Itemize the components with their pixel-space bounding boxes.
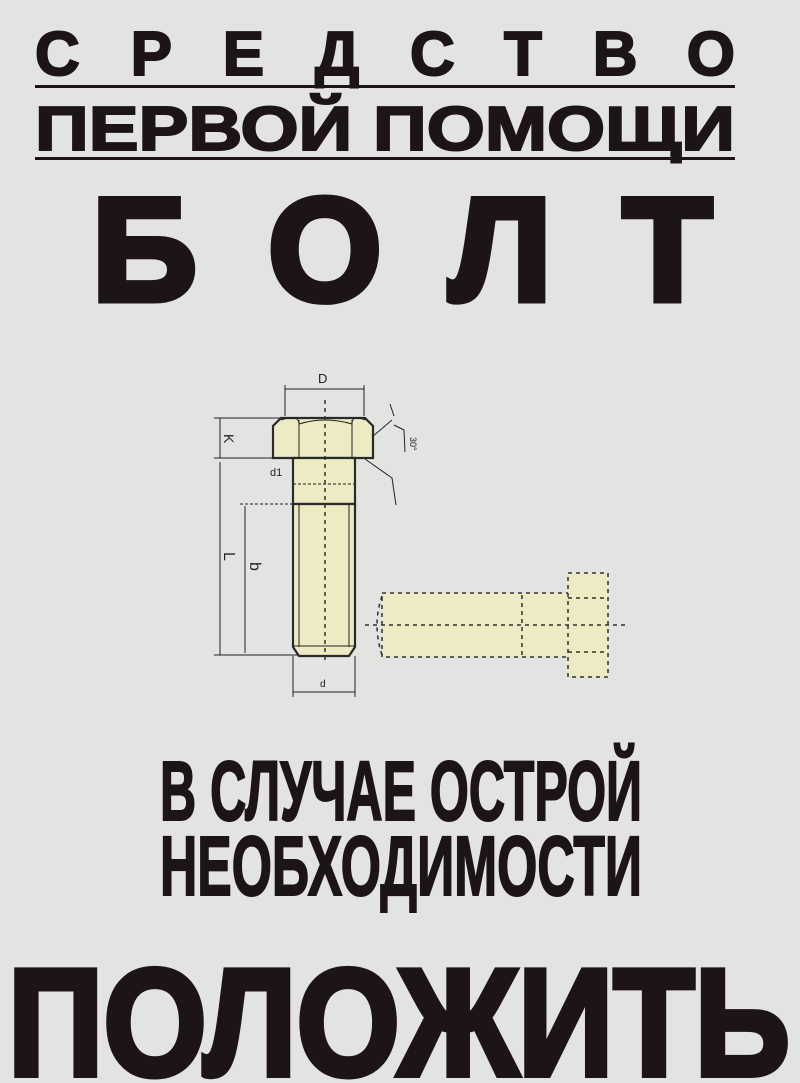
label-L: L (220, 552, 237, 561)
header-underline-2 (35, 157, 735, 160)
label-b: b (246, 562, 263, 571)
header-underline-1 (35, 85, 735, 88)
label-d1: d1 (270, 467, 282, 479)
title-bolt: БОЛТ (92, 168, 712, 331)
label-D: D (318, 371, 327, 386)
label-K: K (221, 434, 237, 444)
bolt-horizontal-view (365, 572, 625, 678)
label-angle: 30° (408, 437, 418, 451)
header-line-1: СРЕДСТВО (35, 20, 735, 89)
label-d: d (320, 679, 326, 690)
action-text: ПОЛОЖИТЬ (8, 938, 790, 1083)
bolt-drawing: D K L b d1 d 30° (214, 371, 625, 697)
bolt-vertical-view (271, 400, 375, 660)
header-line-2: ПЕРВОЙ ПОМОЩИ (35, 94, 735, 164)
instruction-line-2: НЕОБХОДИМОСТИ (160, 819, 642, 913)
instruction-line-1: В СЛУЧАЕ ОСТРОЙ (160, 744, 642, 838)
